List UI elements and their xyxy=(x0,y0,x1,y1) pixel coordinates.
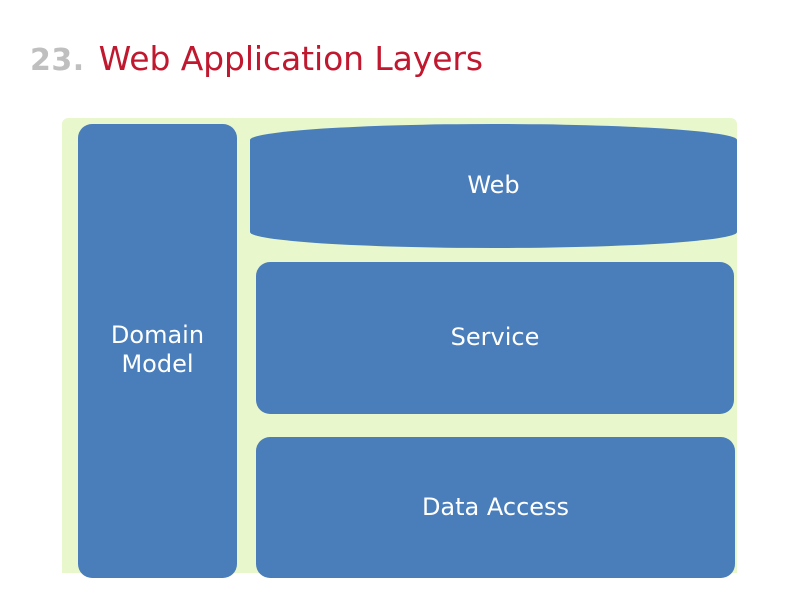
layer-box-web[interactable]: Web xyxy=(250,124,737,248)
layer-label-service: Service xyxy=(450,323,540,352)
layer-label-domain-model: Domain Model xyxy=(110,320,205,378)
layer-box-domain-model[interactable]: Domain Model xyxy=(78,124,237,578)
slide-title-row: 23. Web Application Layers xyxy=(30,42,770,100)
layer-box-service[interactable]: Service xyxy=(256,262,734,414)
layer-label-data-access: Data Access xyxy=(421,492,570,521)
page-title: Web Application Layers xyxy=(98,39,483,78)
layer-label-web: Web xyxy=(467,171,520,200)
layer-box-data-access[interactable]: Data Access xyxy=(256,437,735,578)
slide-number: 23. xyxy=(30,43,85,78)
architecture-diagram: Domain Model Web Service Data Access xyxy=(62,118,737,578)
